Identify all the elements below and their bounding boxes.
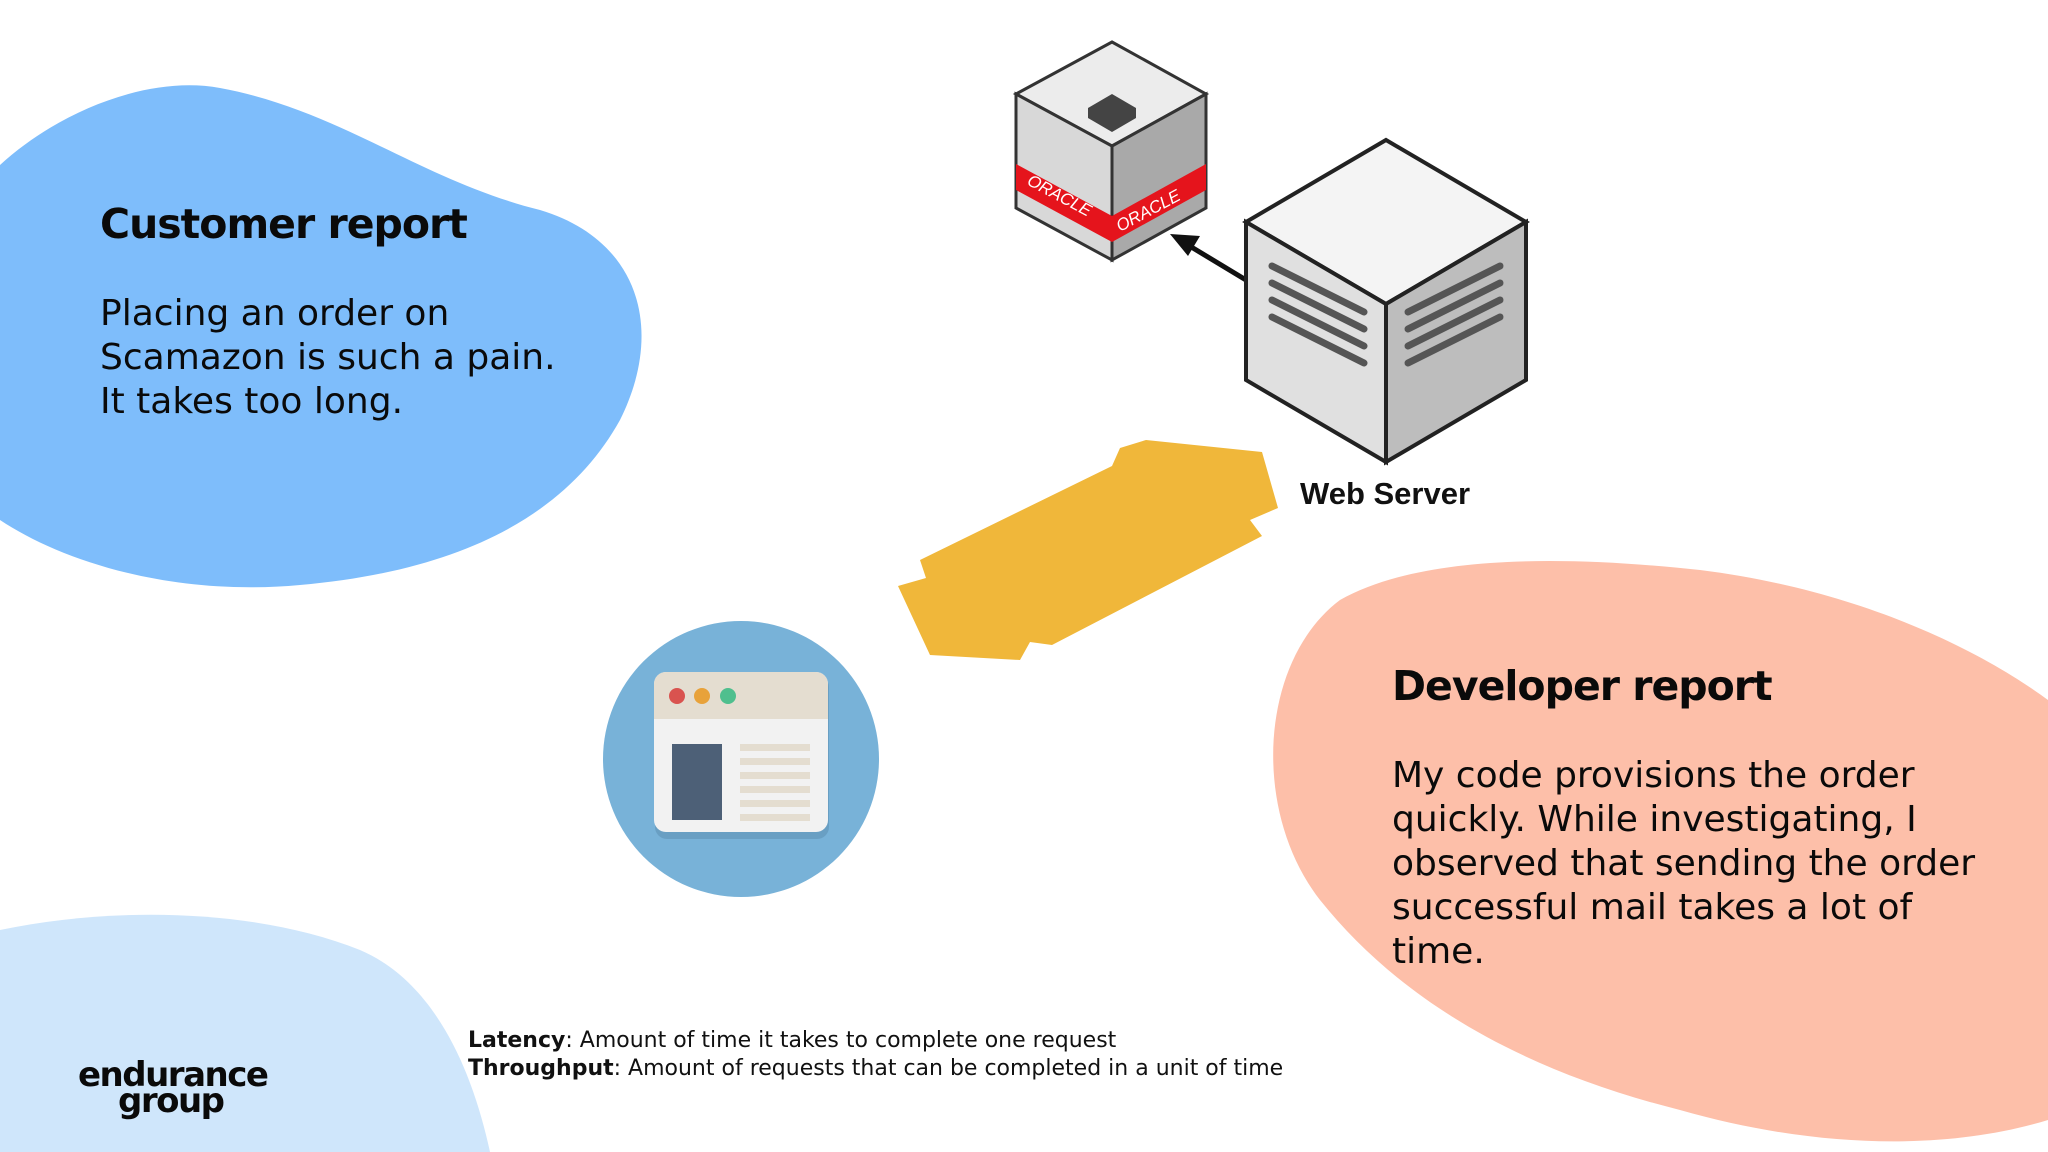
developer-report-blob bbox=[1273, 561, 2048, 1142]
corner-blob bbox=[0, 914, 490, 1152]
developer-line-1: My code provisions the order bbox=[1392, 755, 1915, 796]
oracle-database-icon: ORACLE ORACLE bbox=[1012, 40, 1210, 263]
customer-line-2: Scamazon is such a pain. bbox=[100, 337, 556, 378]
developer-report-body: My code provisions the order quickly. Wh… bbox=[1392, 754, 2012, 974]
latency-term: Latency bbox=[468, 1028, 566, 1053]
latency-definition: Latency: Amount of time it takes to comp… bbox=[468, 1027, 1283, 1055]
throughput-term: Throughput bbox=[468, 1056, 614, 1081]
developer-line-2: quickly. While investigating, I bbox=[1392, 799, 1917, 840]
customer-line-3: It takes too long. bbox=[100, 381, 404, 422]
developer-report: Developer report My code provisions the … bbox=[1392, 662, 2012, 974]
logo-line-2: group bbox=[118, 1081, 225, 1121]
request-response-arrow bbox=[898, 440, 1278, 660]
developer-line-5: time. bbox=[1392, 931, 1485, 972]
developer-report-title: Developer report bbox=[1392, 662, 1773, 710]
customer-report-body: Placing an order on Scamazon is such a p… bbox=[100, 292, 600, 424]
server-to-db-arrow bbox=[1170, 234, 1248, 283]
latency-text: : Amount of time it takes to complete on… bbox=[565, 1028, 1117, 1053]
developer-line-4: successful mail takes a lot of bbox=[1392, 887, 1913, 928]
logo-line-1: endurance bbox=[78, 1055, 269, 1095]
minimize-dot-icon bbox=[694, 688, 710, 704]
customer-report-blob bbox=[0, 85, 642, 588]
browser-client-icon bbox=[603, 621, 879, 897]
customer-line-1: Placing an order on bbox=[100, 293, 450, 334]
web-server-label: Web Server bbox=[1300, 476, 1471, 511]
throughput-definition: Throughput: Amount of requests that can … bbox=[468, 1055, 1283, 1083]
endurance-group-logo: endurance group bbox=[78, 1055, 269, 1121]
definitions: Latency: Amount of time it takes to comp… bbox=[468, 1027, 1283, 1083]
customer-report-title: Customer report bbox=[100, 200, 468, 248]
customer-report: Customer report Placing an order on Scam… bbox=[100, 200, 600, 424]
developer-line-3: observed that sending the order bbox=[1392, 843, 1976, 884]
throughput-text: : Amount of requests that can be complet… bbox=[613, 1056, 1284, 1081]
maximize-dot-icon bbox=[720, 688, 736, 704]
web-server-icon bbox=[1242, 137, 1530, 466]
close-dot-icon bbox=[669, 688, 685, 704]
